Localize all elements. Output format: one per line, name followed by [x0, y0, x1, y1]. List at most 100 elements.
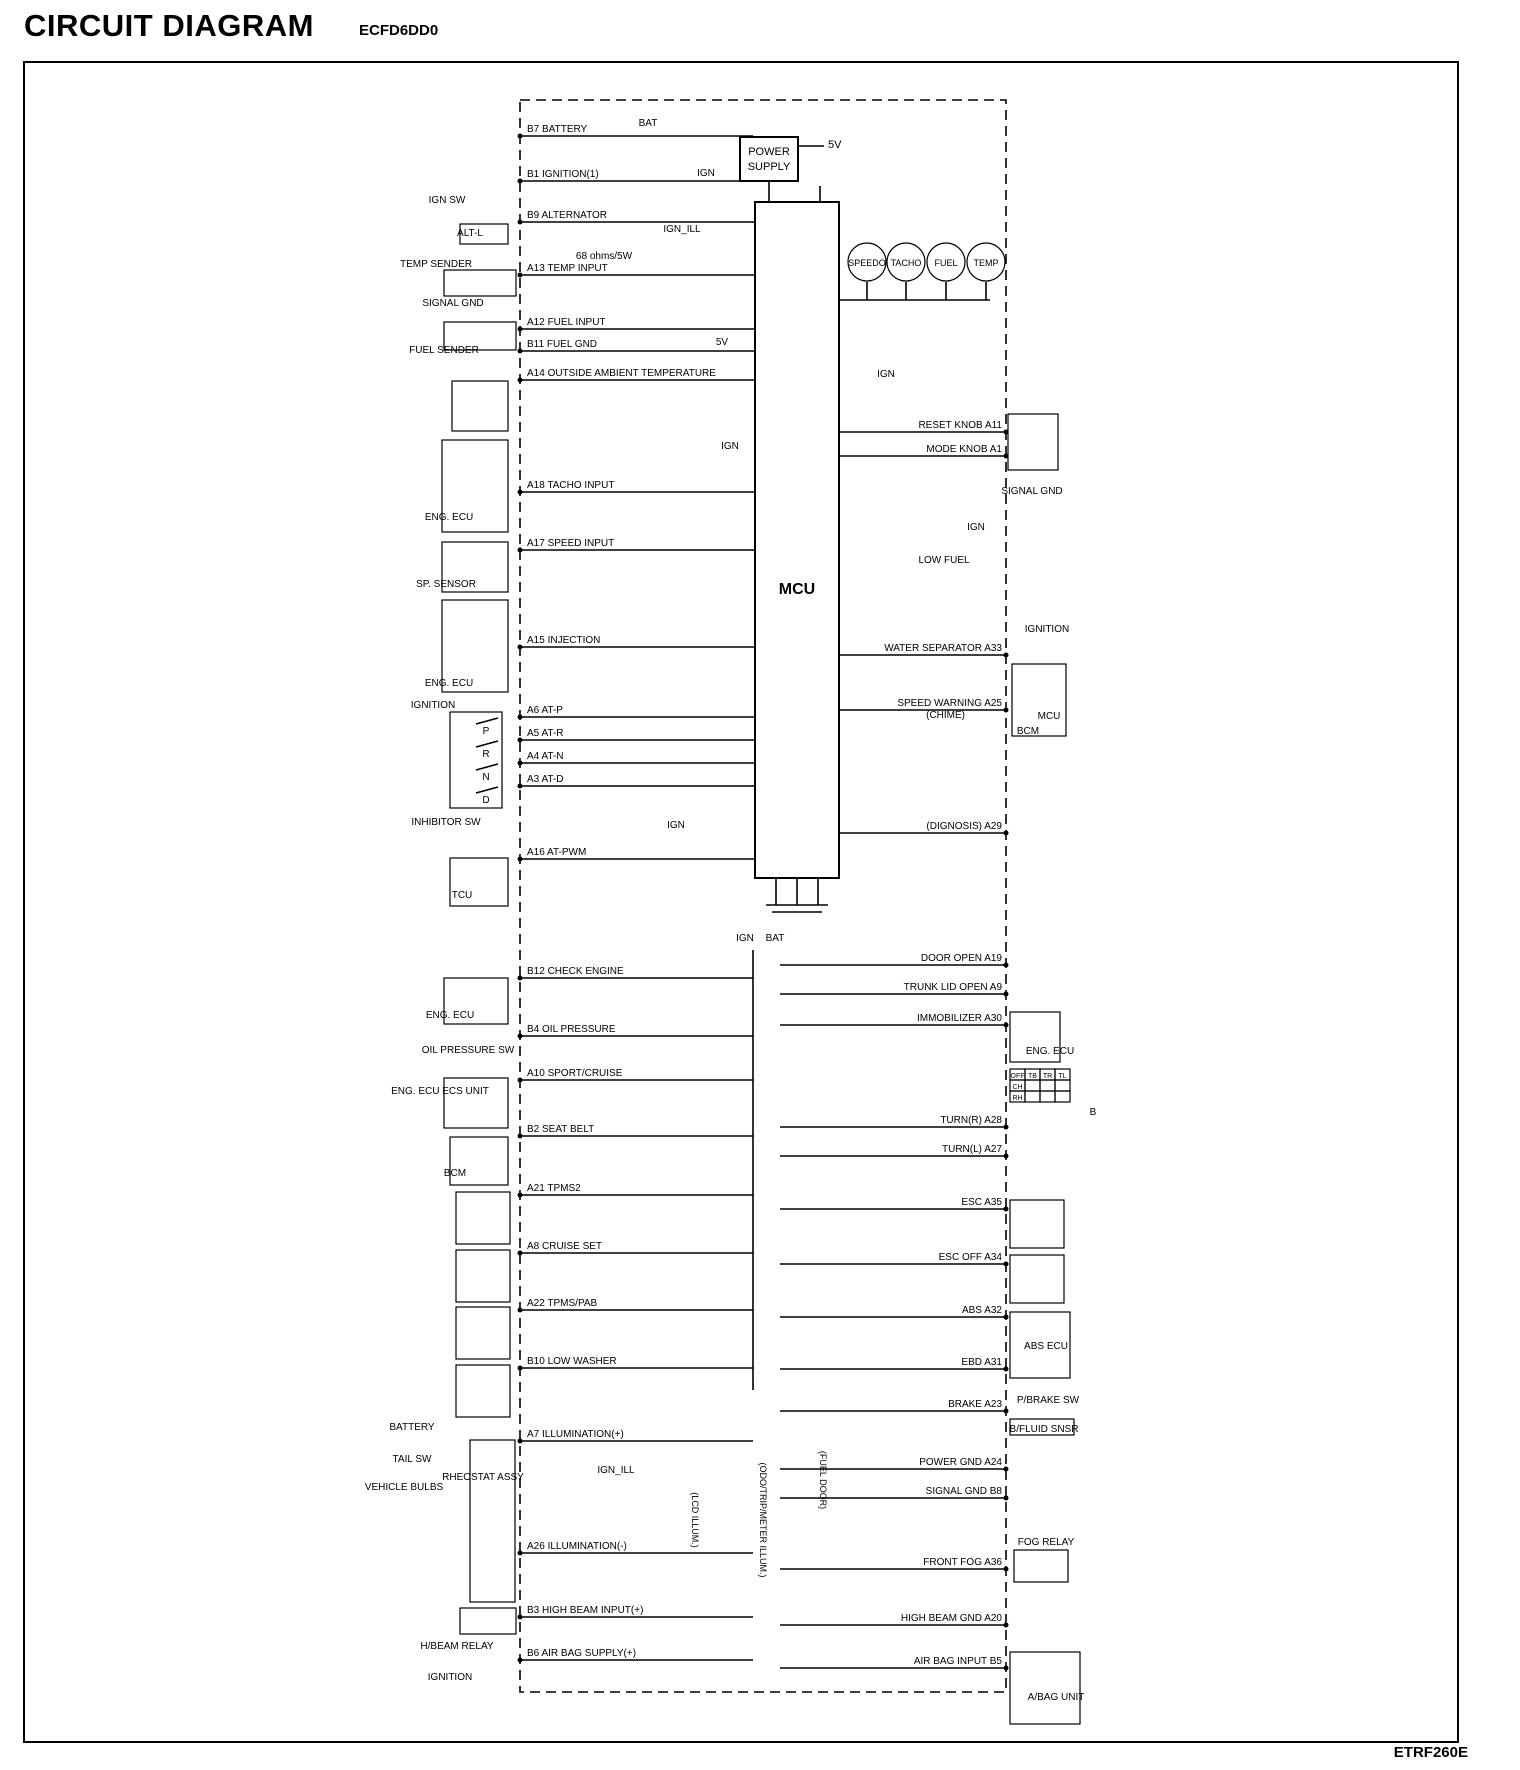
component-box: [1009, 1418, 1075, 1436]
connector-dot: [517, 975, 523, 981]
left-pin-label: A5 AT-R: [527, 728, 564, 739]
rheostat-assy-box: [469, 1439, 516, 1603]
connector-dot: [1003, 1261, 1009, 1267]
connector-dot: [1003, 1124, 1009, 1130]
left-pin-label: B3 HIGH BEAM INPUT(+): [527, 1605, 643, 1616]
connector-dot: [517, 489, 523, 495]
left-component-label: SP. SENSOR: [416, 579, 476, 590]
gauge-label: FUEL: [934, 258, 957, 268]
gauge-temp: [966, 242, 1006, 282]
left-component-label: IGNITION: [428, 1672, 472, 1683]
connector-dot: [1003, 991, 1009, 997]
left-pin-label: A4 AT-N: [527, 751, 564, 762]
right-pin-label: POWER GND A24: [919, 1457, 1002, 1468]
right-pin-label: BRAKE A23: [948, 1399, 1002, 1410]
left-pin-label: A21 TPMS2: [527, 1183, 581, 1194]
connector-dot: [1003, 1366, 1009, 1372]
misc-label: R: [482, 749, 489, 760]
right-pin-label: (CHIME): [926, 710, 965, 721]
right-pin-label: ESC A35: [961, 1197, 1002, 1208]
connector-dot: [517, 1250, 523, 1256]
left-pin-label: A8 CRUISE SET: [527, 1241, 602, 1252]
left-component-label: VEHICLE BULBS: [365, 1482, 444, 1493]
connector-dot: [1003, 1206, 1009, 1212]
left-pin-label: A7 ILLUMINATION(+): [527, 1429, 624, 1440]
left-component-label: ALT-L: [457, 228, 483, 239]
connector-dot: [517, 1550, 523, 1556]
connector-dot: [517, 714, 523, 720]
left-component-label: INHIBITOR SW: [411, 817, 481, 828]
right-component-label: ABS ECU: [1024, 1341, 1068, 1352]
left-pin-label: A17 SPEED INPUT: [527, 538, 614, 549]
connector-dot: [517, 644, 523, 650]
connector-dot: [1003, 1665, 1009, 1671]
misc-label: D: [482, 795, 489, 806]
inhibitor-contact: [475, 763, 499, 771]
left-pin-label: A10 SPORT/CRUISE: [527, 1068, 623, 1079]
misc-label: (ODO/TRIP/METER ILLUM.): [758, 1462, 768, 1577]
left-component-label: RHEOSTAT ASSY: [442, 1472, 524, 1483]
component-box: [441, 439, 509, 533]
turn-table-cell: [1054, 1090, 1071, 1103]
ambient-sensor-box: [451, 380, 509, 432]
right-component-label: P/BRAKE SW: [1017, 1395, 1080, 1406]
left-pin-label: A22 TPMS/PAB: [527, 1298, 598, 1309]
gauge-tacho: [886, 242, 926, 282]
right-component-label: BCM: [1017, 726, 1039, 737]
right-pin-label: DOOR OPEN A19: [921, 953, 1003, 964]
left-pin-label: B9 ALTERNATOR: [527, 210, 607, 221]
gauge-fuel: [926, 242, 966, 282]
right-pin-label: AIR BAG INPUT B5: [914, 1656, 1003, 1667]
left-component-label: TCU: [452, 890, 473, 901]
power-supply-output-label: 5V: [828, 139, 842, 151]
turn-table-header: TR: [1043, 1073, 1052, 1080]
right-pin-label: SIGNAL GND B8: [926, 1486, 1003, 1497]
wires: [517, 133, 1009, 1671]
transistor-box: [455, 1364, 511, 1418]
misc-label: N: [482, 772, 489, 783]
left-component-label: OIL PRESSURE SW: [422, 1045, 515, 1056]
right-component-label: MCU: [1038, 711, 1061, 722]
connector-dot: [517, 1033, 523, 1039]
diagram-frame: [23, 61, 1459, 1743]
component-box: [1009, 1651, 1081, 1725]
turn-table-header: TB: [1028, 1073, 1037, 1080]
left-pin-label: A6 AT-P: [527, 705, 563, 716]
power-supply-box: [739, 136, 799, 182]
right-component-label: B: [1090, 1107, 1097, 1118]
right-pin-label: EBD A31: [961, 1357, 1002, 1368]
power-supply-label-2: SUPPLY: [748, 161, 791, 173]
mcu-ground: [766, 878, 828, 913]
left-component-label: BATTERY: [389, 1422, 435, 1433]
misc-label: 5V: [716, 337, 729, 348]
connector-dot: [517, 1307, 523, 1313]
left-pin-label: B12 CHECK ENGINE: [527, 966, 624, 977]
misc-label: 68 ohms/5W: [576, 251, 633, 262]
component-box: [449, 857, 509, 907]
misc-label: IGN: [667, 820, 685, 831]
right-pin-label: TURN(L) A27: [942, 1144, 1002, 1155]
left-pin-label: B7 BATTERY: [527, 124, 588, 135]
misc-label: BAT: [639, 118, 658, 129]
component-box: [441, 599, 509, 693]
right-component-label: SIGNAL GND: [1001, 486, 1062, 497]
right-pin-label: ESC OFF A34: [939, 1252, 1003, 1263]
connector-dot: [517, 1614, 523, 1620]
left-component-label: TAIL SW: [393, 1454, 432, 1465]
left-pin-label: B1 IGNITION(1): [527, 169, 599, 180]
left-pin-label: B2 SEAT BELT: [527, 1124, 594, 1135]
right-component-label: B/FLUID SNSR: [1010, 1424, 1079, 1435]
gauge-label: TEMP: [973, 258, 998, 268]
right-component-label: LOW FUEL: [918, 555, 970, 566]
turn-table-header: OFF: [1011, 1073, 1025, 1080]
left-component-label: TEMP SENDER: [400, 259, 472, 270]
turn-table-row-label: RH: [1012, 1095, 1022, 1102]
left-component-label: SIGNAL GND: [422, 298, 483, 309]
turn-table-header: TL: [1058, 1073, 1066, 1080]
component-box: [441, 541, 509, 593]
connector-dot: [1003, 429, 1009, 435]
